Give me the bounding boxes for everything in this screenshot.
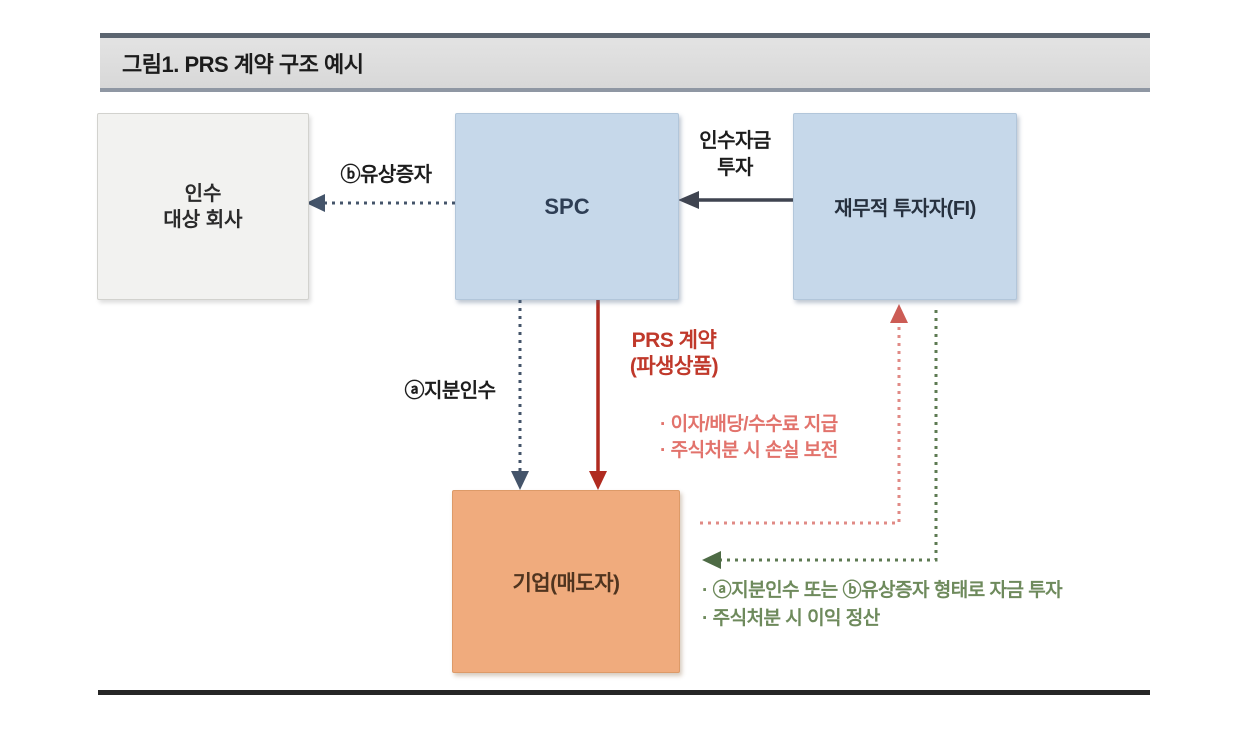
node-company-seller: 기업(매도자) (452, 490, 680, 673)
prs-contract-arrowhead (589, 471, 607, 490)
node-financial-investor-label: 재무적 투자자(FI) (834, 198, 976, 220)
equity-acquisition-arrowhead (511, 471, 529, 490)
node-company-seller-label: 기업(매도자) (512, 571, 620, 595)
acquisition-funds-arrowhead (678, 191, 699, 209)
bottom-rule (98, 690, 1150, 695)
node-target-company-label: 인수 대상 회사 (163, 182, 243, 231)
node-target-company: 인수 대상 회사 (97, 113, 309, 300)
node-spc: SPC (455, 113, 679, 300)
figure-title-bar: 그림1. PRS 계약 구조 예시 (100, 33, 1150, 92)
investment-to-company-arrowhead (702, 551, 721, 569)
payment-note-1: · 이자/배당/수수료 지급 (660, 414, 838, 435)
payment-note-2: · 주식처분 시 손실 보전 (660, 440, 838, 461)
equity-acquisition-label: ⓐ지분인수 (404, 380, 496, 402)
investment-to-company-notes: · ⓐ지분인수 또는 ⓑ유상증자 형태로 자금 투자 · 주식처분 시 이익 정… (702, 577, 1063, 633)
node-financial-investor: 재무적 투자자(FI) (793, 113, 1017, 300)
acquisition-funds-label: 인수자금 투자 (699, 130, 771, 179)
investment-note-1: · ⓐ지분인수 또는 ⓑ유상증자 형태로 자금 투자 (702, 580, 1063, 601)
figure-title: 그림1. PRS 계약 구조 예시 (122, 52, 364, 77)
prs-contract-label: PRS 계약 (파생상품) (629, 329, 719, 378)
payment-to-fi-notes: · 이자/배당/수수료 지급 · 주식처분 시 손실 보전 (660, 412, 838, 464)
rights-issue-label: ⓑ유상증자 (340, 164, 432, 186)
node-spc-label: SPC (544, 193, 590, 219)
investment-note-2: · 주식처분 시 이익 정산 (702, 608, 880, 629)
payment-to-fi-arrowhead (890, 304, 908, 323)
